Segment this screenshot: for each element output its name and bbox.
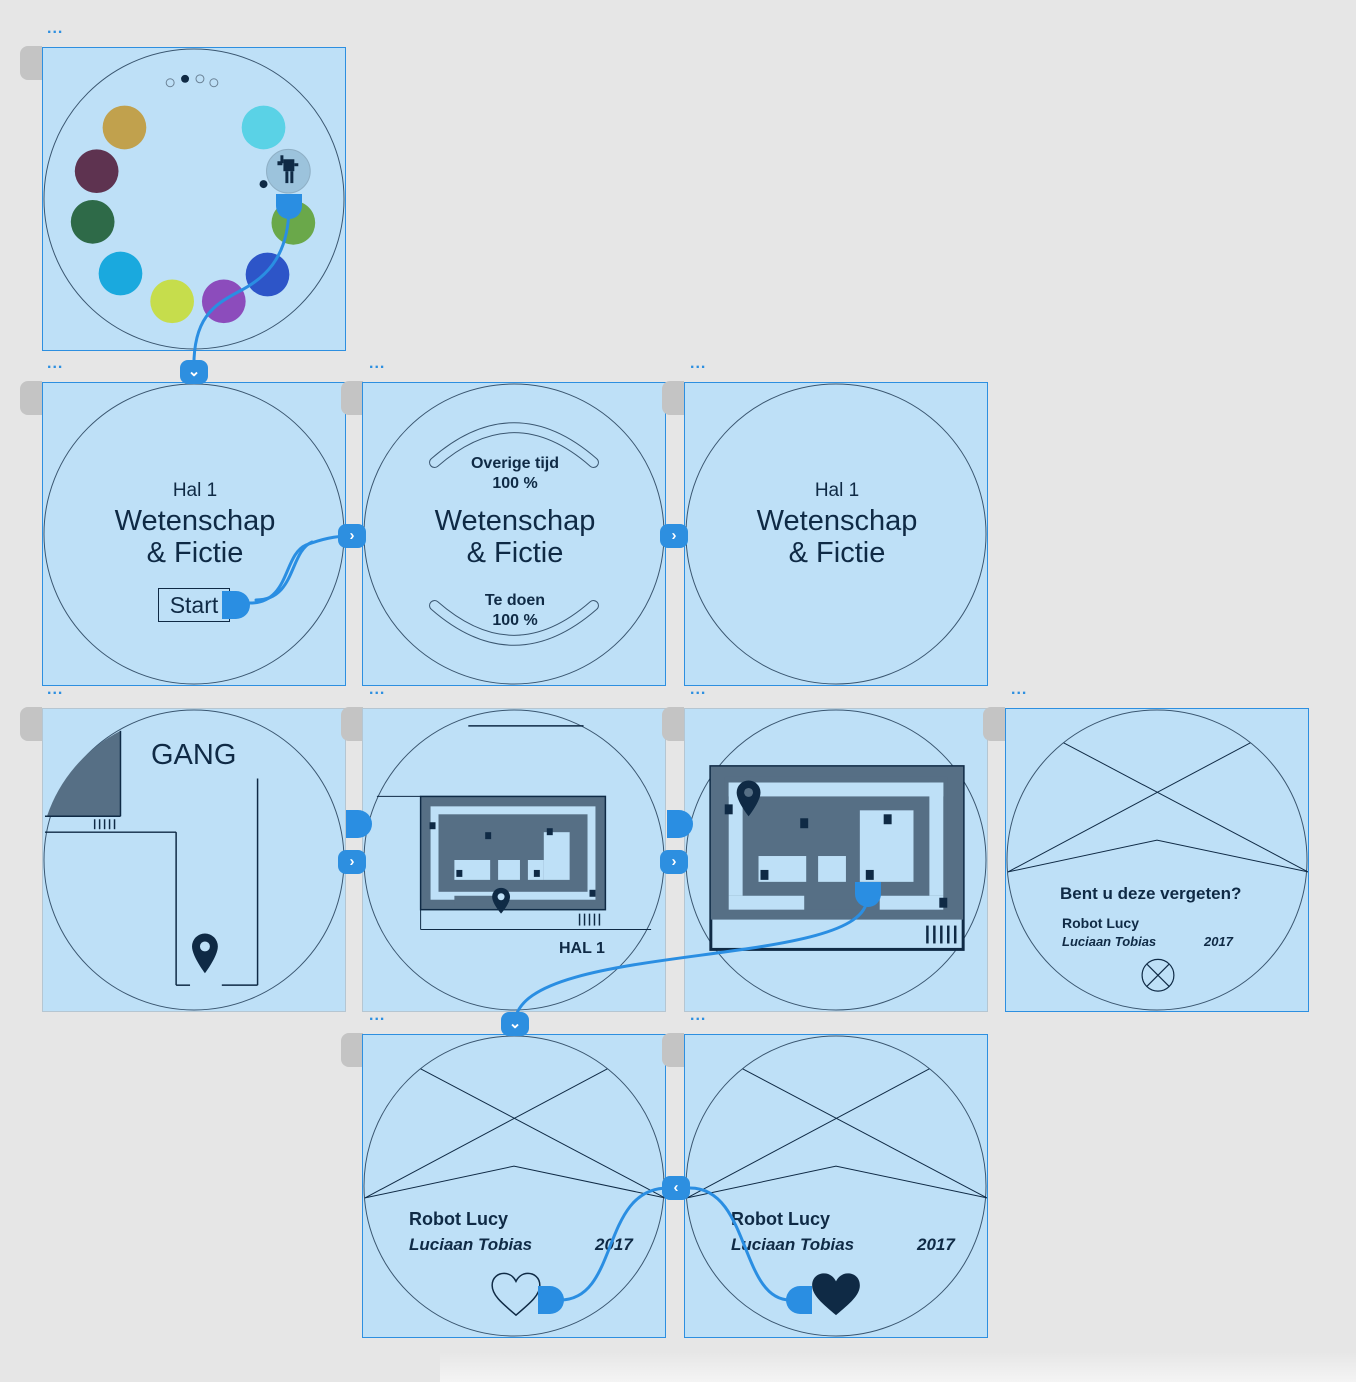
chevron-left-icon[interactable]: ‹	[662, 1176, 690, 1200]
hall-title-line2: & Fictie	[146, 537, 244, 569]
artboard-options-dots[interactable]: ...	[690, 681, 707, 698]
artboard-tab	[662, 707, 684, 741]
item-year: 2017	[1204, 934, 1233, 949]
hall-label: Hal 1	[814, 480, 860, 501]
artboard-tab	[662, 1033, 684, 1067]
artboard-tab	[20, 707, 42, 741]
page-indicator	[165, 74, 219, 88]
color-swatch[interactable]	[102, 105, 147, 150]
chevron-right-icon[interactable]: ›	[660, 524, 688, 548]
color-swatch[interactable]	[74, 149, 119, 194]
color-swatch[interactable]	[98, 251, 143, 296]
artboard-hall-plain[interactable]: Hal 1 Wetenschap & Fictie	[684, 382, 988, 686]
hall-title-line1: Wetenschap	[434, 505, 596, 537]
image-placeholder	[1006, 709, 1308, 1011]
hall-title-line1: Wetenschap	[756, 505, 918, 537]
like-button[interactable]	[491, 1273, 543, 1319]
artboard-options-dots[interactable]: ...	[369, 355, 386, 372]
forgotten-question: Bent u deze vergeten?	[1060, 884, 1242, 903]
item-year: 2017	[595, 1235, 633, 1254]
progress-arcs	[363, 383, 665, 685]
artboard-options-dots[interactable]: ...	[690, 1007, 707, 1024]
color-swatch[interactable]	[271, 200, 316, 245]
close-button[interactable]	[1143, 961, 1175, 993]
artboard-hall-map[interactable]: HAL 1	[362, 708, 666, 1012]
hall-title-line2: & Fictie	[788, 537, 886, 569]
color-selector-graphic	[43, 48, 345, 350]
location-pin-icon	[736, 780, 761, 817]
artboard-options-dots[interactable]: ...	[1011, 681, 1028, 698]
hall-title-line2: & Fictie	[466, 537, 564, 569]
item-year: 2017	[917, 1235, 955, 1254]
heart-filled-icon	[812, 1273, 860, 1316]
chevron-right-icon[interactable]: ›	[660, 850, 688, 874]
color-swatch[interactable]	[241, 105, 286, 150]
robot-markers	[724, 804, 948, 908]
hall-label: Hal 1	[172, 480, 218, 501]
color-swatch[interactable]	[70, 199, 115, 244]
color-swatch[interactable]	[150, 279, 194, 324]
artboard-options-dots[interactable]: ...	[47, 355, 64, 372]
location-pin-icon	[192, 933, 218, 974]
item-maker: Luciaan Tobias	[409, 1235, 533, 1254]
item-name: Robot Lucy	[731, 1209, 830, 1229]
robot-icon	[277, 155, 299, 184]
artboard-gang-map[interactable]: GANG	[42, 708, 346, 1012]
corridor-title: GANG	[151, 739, 237, 771]
canvas-bottom-edge	[440, 1352, 1356, 1382]
chevron-right-icon[interactable]: ›	[338, 524, 366, 548]
chevron-down-icon[interactable]: ⌄	[501, 1012, 529, 1036]
todo-value: 100 %	[492, 612, 538, 629]
artboard-hall-map-zoomed[interactable]	[684, 708, 988, 1012]
artboard-detail-unliked[interactable]: Robot Lucy Luciaan Tobias 2017	[362, 1034, 666, 1338]
start-button[interactable]: Start	[158, 588, 230, 622]
artboard-tab	[662, 381, 684, 415]
item-name: Robot Lucy	[409, 1209, 508, 1229]
remaining-time-label: Overige tijd	[470, 455, 560, 472]
item-maker: Luciaan Tobias	[731, 1235, 855, 1254]
item-maker: Luciaan Tobias	[1062, 934, 1157, 949]
artboard-options-dots[interactable]: ...	[369, 1007, 386, 1024]
chevron-down-icon[interactable]: ⌄	[180, 360, 208, 384]
heart-outline-icon	[491, 1272, 541, 1317]
artboard-tab	[341, 1033, 363, 1067]
robot-markers	[429, 822, 596, 897]
hall-map-label: HAL 1	[559, 940, 605, 957]
artboard-hall-start[interactable]: Hal 1 Wetenschap & Fictie Start	[42, 382, 346, 686]
artboard-color-selector[interactable]	[42, 47, 346, 351]
artboard-tab	[341, 707, 363, 741]
artboard-options-dots[interactable]: ...	[369, 681, 386, 698]
item-name: Robot Lucy	[1062, 915, 1139, 931]
artboard-detail-liked[interactable]: Robot Lucy Luciaan Tobias 2017	[684, 1034, 988, 1338]
zoomed-floor-map	[685, 709, 987, 1011]
artboard-options-dots[interactable]: ...	[47, 681, 64, 698]
artboard-options-dots[interactable]: ...	[47, 20, 64, 37]
artboard-forgotten-item[interactable]: Bent u deze vergeten? Robot Lucy Luciaan…	[1005, 708, 1309, 1012]
artboard-tab	[20, 46, 42, 80]
todo-label: Te doen	[484, 592, 546, 609]
hall-floor-map	[363, 709, 665, 1011]
color-swatch[interactable]	[201, 279, 246, 324]
color-swatch[interactable]	[245, 252, 290, 297]
hall-title-line1: Wetenschap	[114, 505, 276, 537]
artboard-tab	[341, 381, 363, 415]
artboard-options-dots[interactable]: ...	[690, 355, 707, 372]
location-pin-icon	[492, 887, 511, 914]
artboard-tab	[20, 381, 42, 415]
close-icon	[1141, 958, 1175, 992]
remaining-time-value: 100 %	[492, 475, 538, 492]
artboard-hall-progress[interactable]: Overige tijd 100 % Wetenschap & Fictie T…	[362, 382, 666, 686]
chevron-right-icon[interactable]: ›	[338, 850, 366, 874]
unlike-button[interactable]	[811, 1273, 863, 1319]
artboard-tab	[983, 707, 1005, 741]
